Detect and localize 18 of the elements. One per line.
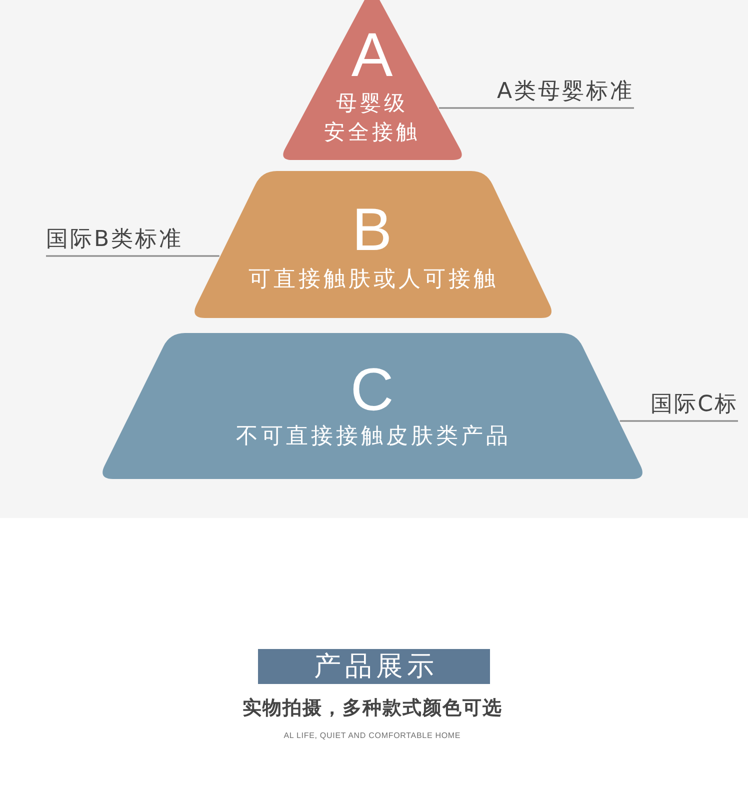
- tier-description: 母婴级安全接触: [324, 90, 420, 146]
- tier-description: 可直接触肤或人可接触: [248, 266, 498, 294]
- tier-description: 不可直接接触皮肤类产品: [235, 423, 511, 451]
- leader-line: [620, 420, 738, 422]
- section-heading-banner: 产品展示: [258, 649, 490, 684]
- tier-letter: C: [350, 360, 394, 420]
- callout-label: 国际C标: [650, 392, 738, 421]
- pyramid-middle-tier: [194, 171, 552, 318]
- pyramid-top-tier: [283, 0, 462, 160]
- callout-label: A类母婴标准: [496, 79, 634, 108]
- pyramid-bottom-tier: [102, 333, 643, 479]
- subtitle-text: 实物拍摄，多种款式颜色可选: [242, 696, 502, 720]
- leader-line: [46, 255, 220, 257]
- callout-label: 国际B类标准: [46, 227, 184, 256]
- tier-letter: A: [351, 25, 393, 87]
- tier-letter: B: [352, 200, 392, 260]
- leader-line: [438, 107, 634, 109]
- tagline-text: AL LIFE, QUIET AND COMFORTABLE HOME: [283, 731, 461, 741]
